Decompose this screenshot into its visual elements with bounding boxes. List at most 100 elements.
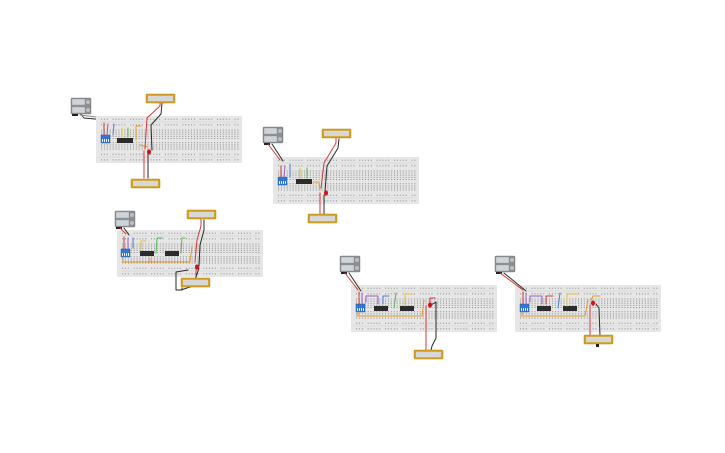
display-screen [189, 211, 214, 218]
dip-switch[interactable] [277, 176, 288, 186]
display-module[interactable] [307, 213, 338, 224]
display-module[interactable] [186, 209, 217, 220]
display-module[interactable] [413, 349, 444, 360]
led-icon[interactable] [428, 302, 432, 308]
wire[interactable] [590, 295, 601, 301]
dip-switch-lever[interactable] [281, 181, 282, 184]
battery-icon [495, 264, 510, 272]
wire[interactable] [566, 293, 579, 307]
wire[interactable] [144, 101, 161, 150]
display-screen [148, 95, 173, 102]
wire[interactable] [382, 295, 390, 305]
wire[interactable] [155, 237, 163, 254]
dip-switch-lever[interactable] [126, 253, 127, 256]
dip-switch-lever[interactable] [283, 181, 284, 184]
wire[interactable] [123, 227, 130, 236]
dip-switch-lever[interactable] [361, 308, 362, 311]
wire[interactable] [404, 293, 414, 307]
wire[interactable] [283, 165, 286, 178]
circuit-5 [494, 255, 661, 347]
breadboard[interactable] [117, 230, 263, 277]
dip-switch-lever[interactable] [285, 181, 286, 184]
battery-lead [341, 272, 347, 274]
wire[interactable] [357, 299, 425, 317]
display-module[interactable] [321, 128, 352, 139]
wire[interactable] [430, 301, 437, 351]
breadboard[interactable] [351, 285, 497, 332]
wire[interactable] [521, 299, 589, 317]
dip-switch-lever[interactable] [106, 139, 107, 142]
battery-pack[interactable] [339, 255, 361, 274]
dip-switch-lever[interactable] [122, 253, 123, 256]
wire[interactable] [429, 297, 436, 303]
dip-switch-lever[interactable] [521, 308, 522, 311]
display-module[interactable] [145, 93, 176, 104]
dip-switch-lever[interactable] [359, 308, 360, 311]
display-module[interactable] [130, 178, 161, 189]
dip-switch-lever[interactable] [104, 139, 105, 142]
dip-switch[interactable] [120, 248, 131, 258]
wire[interactable] [348, 272, 362, 292]
led-icon[interactable] [324, 190, 328, 196]
dip-switch-lever[interactable] [128, 253, 129, 256]
wire[interactable] [194, 218, 202, 263]
wire[interactable] [557, 292, 561, 309]
breadboard[interactable] [515, 285, 661, 332]
wire[interactable] [393, 292, 397, 309]
dip-switch-lever[interactable] [363, 308, 364, 311]
led-icon[interactable] [147, 149, 151, 155]
dip-switch-lever[interactable] [523, 308, 524, 311]
battery-terminal [85, 99, 91, 105]
dip-switch-lever[interactable] [108, 139, 109, 142]
display-module[interactable] [583, 334, 614, 345]
wire[interactable] [312, 181, 321, 191]
wire[interactable] [150, 102, 163, 151]
battery-pack[interactable] [262, 126, 284, 145]
wire[interactable] [344, 272, 359, 291]
dip-switch-lever[interactable] [527, 308, 528, 311]
wire[interactable] [122, 245, 193, 263]
battery-terminal [85, 107, 91, 113]
breadboard[interactable] [273, 157, 419, 204]
wire[interactable] [503, 272, 527, 292]
wire[interactable] [365, 295, 379, 305]
display-module[interactable] [180, 277, 211, 288]
battery-pack[interactable] [70, 97, 92, 116]
display-screen [324, 130, 349, 137]
led-icon[interactable] [591, 300, 595, 306]
dip-switch-lever[interactable] [102, 139, 103, 142]
ic-chip-icon [563, 306, 577, 311]
dip-switch[interactable] [355, 303, 366, 313]
wire[interactable] [320, 137, 337, 189]
wire[interactable] [106, 123, 109, 136]
wire[interactable] [499, 272, 524, 291]
breadboard-body [351, 285, 497, 332]
dip-switch[interactable] [100, 134, 111, 144]
wire[interactable] [529, 295, 543, 305]
wire[interactable] [324, 138, 340, 193]
breadboard-body [515, 285, 661, 332]
battery-pack[interactable] [114, 210, 136, 229]
dip-switch-lever[interactable] [279, 181, 280, 184]
wire[interactable] [271, 143, 284, 162]
dip-switch-lever[interactable] [124, 253, 125, 256]
battery-lead [264, 143, 270, 145]
wire[interactable] [140, 240, 147, 251]
wire[interactable] [112, 123, 115, 136]
wire[interactable] [267, 143, 281, 161]
wire[interactable] [180, 237, 186, 254]
wire[interactable] [545, 295, 554, 305]
wire[interactable] [595, 303, 601, 337]
led-icon[interactable] [195, 264, 199, 270]
dip-switch-lever[interactable] [525, 308, 526, 311]
dip-switch-lever[interactable] [357, 308, 358, 311]
wire[interactable] [139, 144, 149, 148]
wire[interactable] [198, 219, 205, 267]
wire[interactable] [119, 227, 127, 235]
battery-icon [115, 219, 130, 227]
battery-pack[interactable] [494, 255, 516, 274]
dip-switch[interactable] [519, 303, 530, 313]
wire[interactable] [135, 125, 142, 141]
battery-icon [495, 256, 510, 264]
